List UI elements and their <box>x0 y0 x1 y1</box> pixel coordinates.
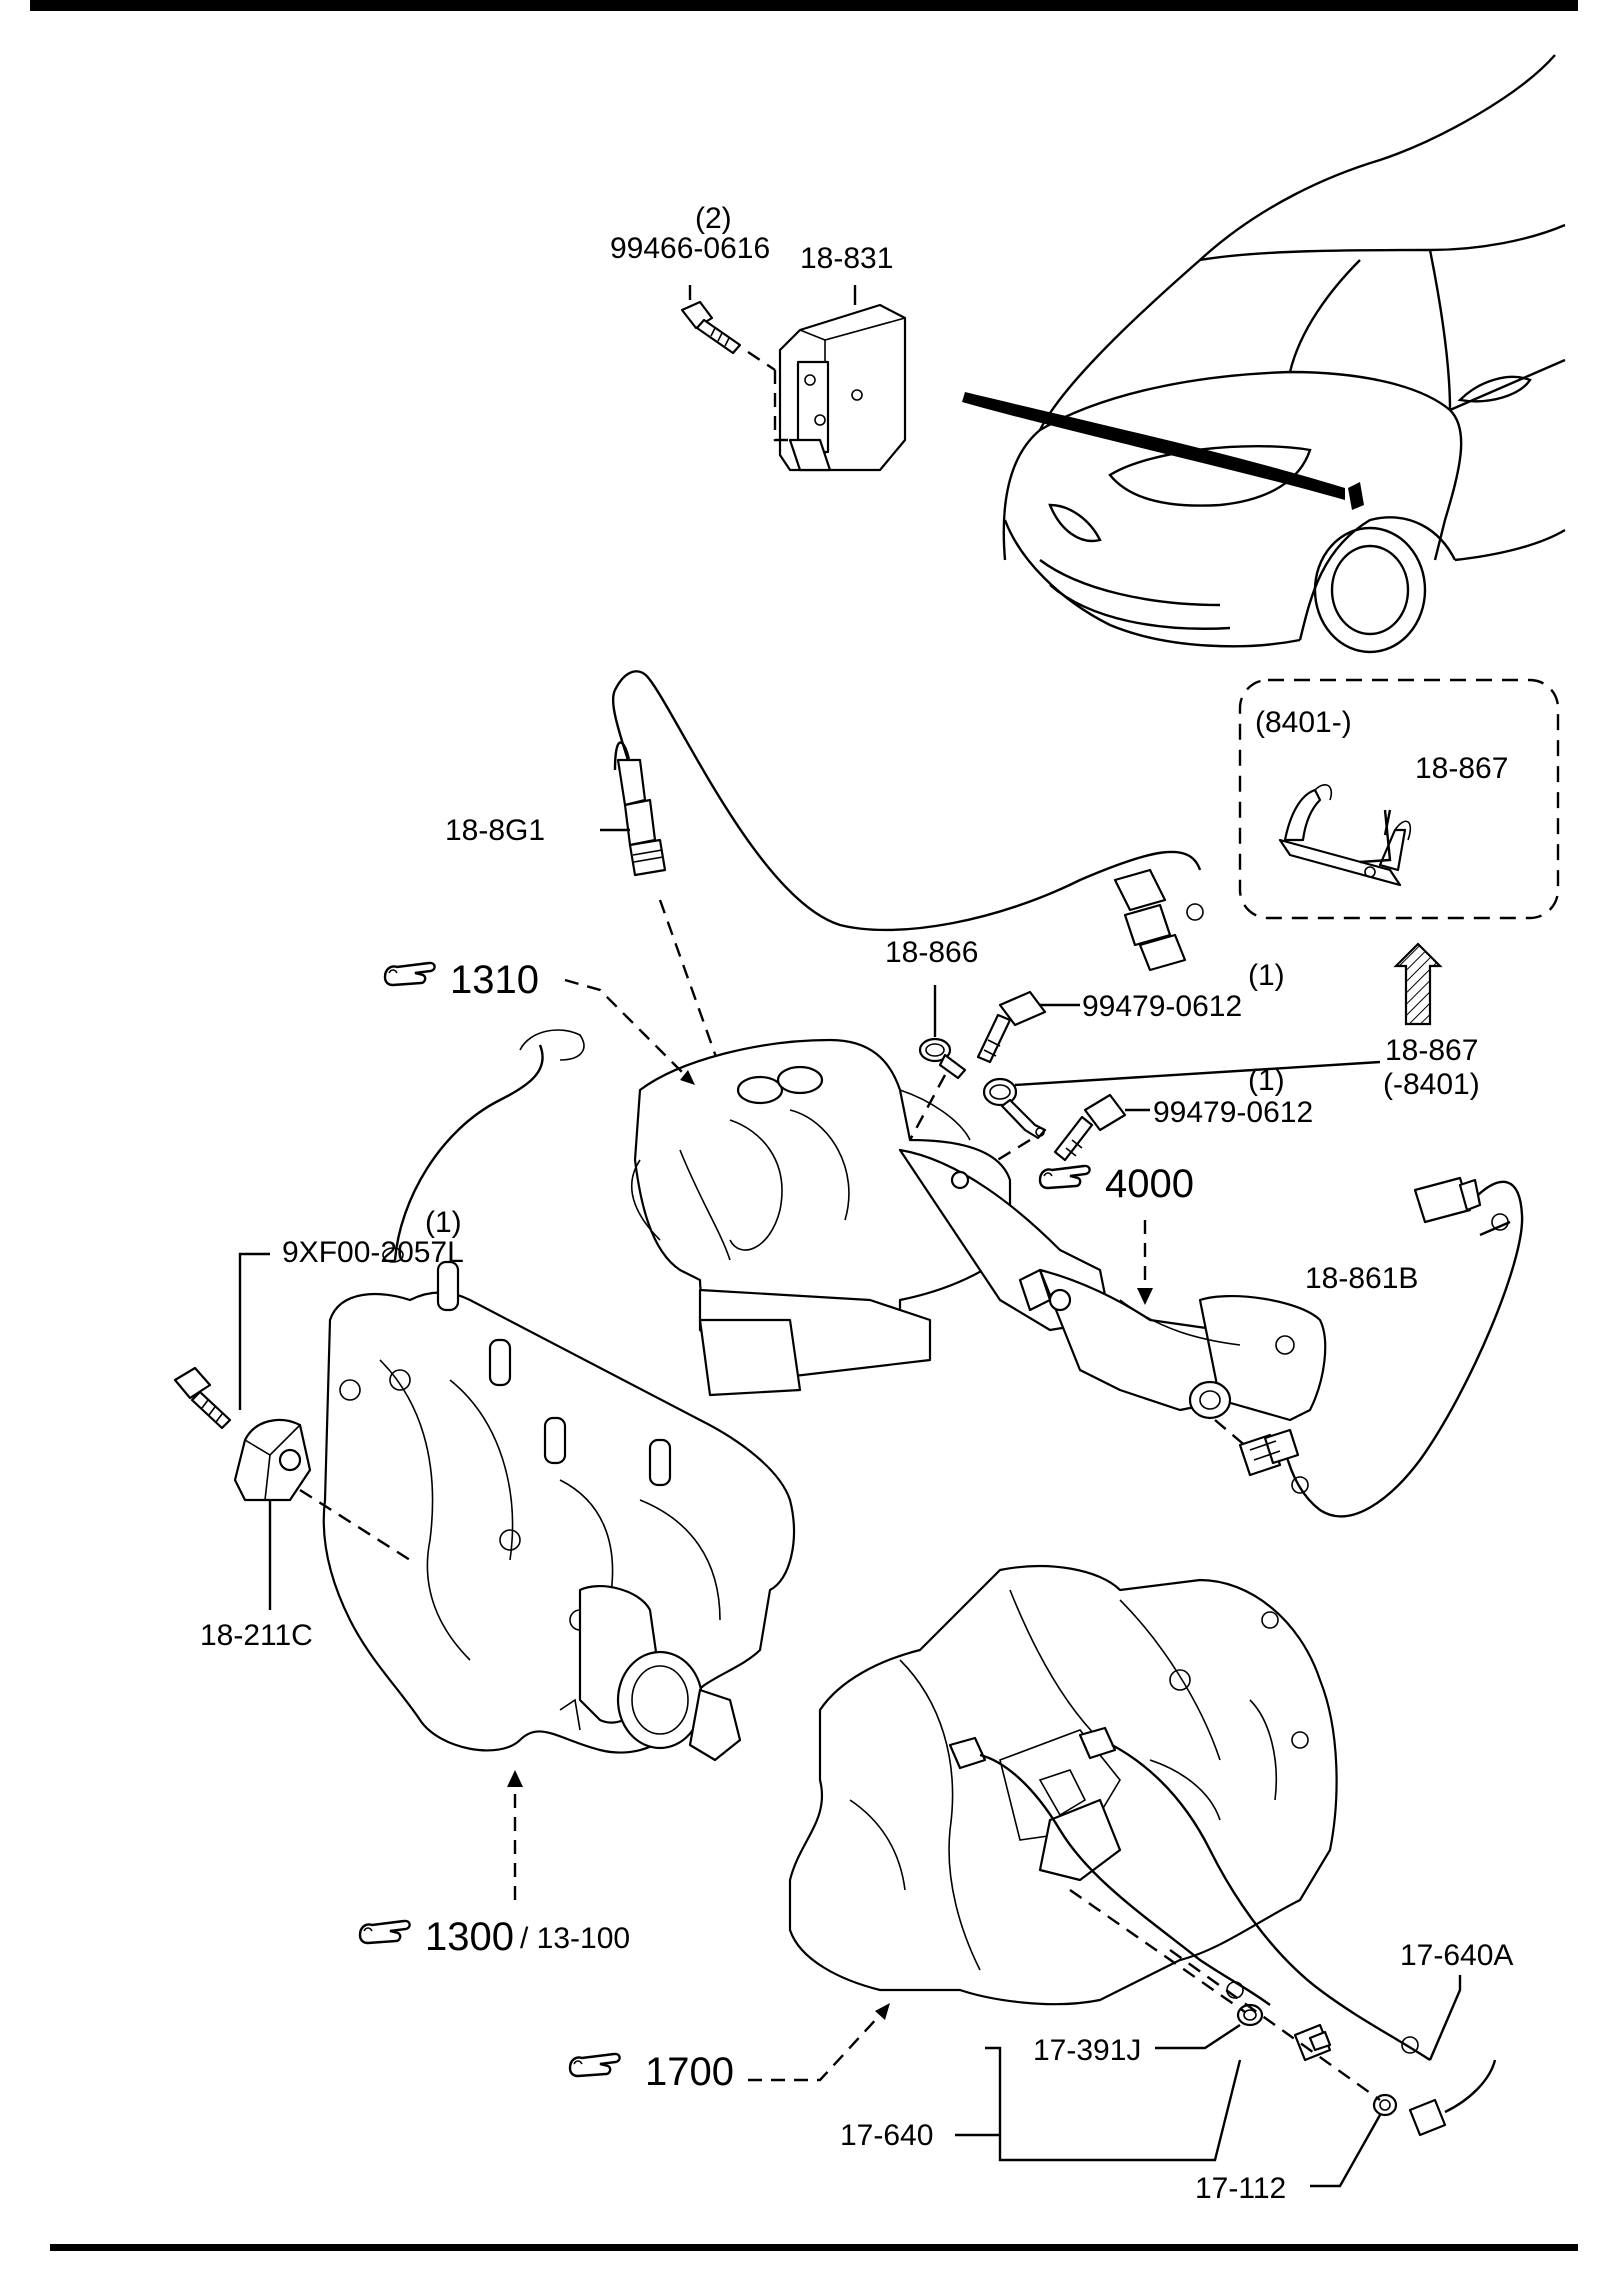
intake-manifold <box>322 1029 796 1762</box>
bolt-9xf00-2057l <box>173 1366 232 1430</box>
label-bolt-b-qty: (1) <box>1248 1064 1285 1097</box>
o2-sensor-18-861b <box>1238 1176 1524 1518</box>
leader-o2-rear <box>1214 1419 1249 1449</box>
ref-1300-sub: / 13-100 <box>520 1922 630 1955</box>
label-o2-front: 18-8G1 <box>445 814 545 847</box>
transmission <box>788 1564 1431 2061</box>
switch-17-640a <box>1372 2059 1497 2137</box>
bracket-18-867-new <box>1278 784 1412 887</box>
label-bolt-left: 9XF00-2057L <box>282 1236 464 1269</box>
leader-lines <box>238 285 1511 2188</box>
pointing-hand-icon <box>358 1919 411 1945</box>
leader-bolt-module <box>747 351 790 442</box>
o2-sensor-18-8g1 <box>611 670 1204 972</box>
pointing-hand-icon <box>383 961 436 987</box>
bracket-18-867-old <box>982 1077 1047 1140</box>
bonnet-sweep <box>962 392 1345 500</box>
label-bolt-top-qty: (2) <box>695 202 732 235</box>
bolt-99479-0612-b <box>1053 1093 1127 1162</box>
label-bolt-a: 99479-0612 <box>1082 990 1242 1023</box>
clip-18-866 <box>918 1037 967 1080</box>
pointing-hand-icon <box>1038 1164 1091 1190</box>
bolt-99479-0612-a <box>976 990 1047 1064</box>
range-box <box>1238 678 1560 920</box>
label-bolt-b: 99479-0612 <box>1153 1096 1313 1129</box>
exhaust-manifold <box>630 1038 1327 1422</box>
pointing-hand-icon <box>568 2052 621 2078</box>
label-switch-group: 17-640 <box>840 2119 933 2152</box>
leader-switch-a <box>1169 1949 1381 2101</box>
reference-arrows <box>507 978 1153 2082</box>
module-bracket-18-831 <box>778 303 907 472</box>
bolt-99466-0616 <box>680 300 742 355</box>
label-module-top: 18-831 <box>800 242 893 275</box>
label-o2-rear: 18-861B <box>1305 1262 1418 1295</box>
ref-1300: 1300 <box>425 1915 514 1959</box>
label-clip: 18-866 <box>885 936 978 969</box>
label-bracket-new: 18-867 <box>1415 752 1508 785</box>
label-bolt-top: 99466-0616 <box>610 232 770 265</box>
up-arrow-icon <box>1393 942 1443 1026</box>
top-border <box>30 0 1578 11</box>
label-bracket-old-range: (-8401) <box>1383 1068 1480 1101</box>
ref-1310: 1310 <box>450 958 539 1002</box>
leader-switch-b <box>1069 1889 1246 2013</box>
leader-bracket <box>964 1138 1031 1182</box>
label-bolt-left-qty: (1) <box>425 1206 462 1239</box>
label-gasket: 17-112 <box>1195 2172 1286 2205</box>
label-bracket-old: 18-867 <box>1385 1034 1478 1067</box>
label-range-box: (8401-) <box>1255 706 1352 739</box>
label-switch-a: 17-640A <box>1400 1939 1513 1972</box>
throttle-position-sensor-18-211c <box>233 1418 312 1502</box>
label-bolt-a-qty: (1) <box>1248 959 1285 992</box>
ref-4000: 4000 <box>1105 1162 1194 1206</box>
label-switch-b: 17-391J <box>1033 2034 1141 2067</box>
bottom-border <box>50 2244 1578 2251</box>
ref-1700: 1700 <box>645 2050 734 2094</box>
label-tps: 18-211C <box>200 1619 313 1652</box>
vehicle-illustration <box>962 54 1566 654</box>
